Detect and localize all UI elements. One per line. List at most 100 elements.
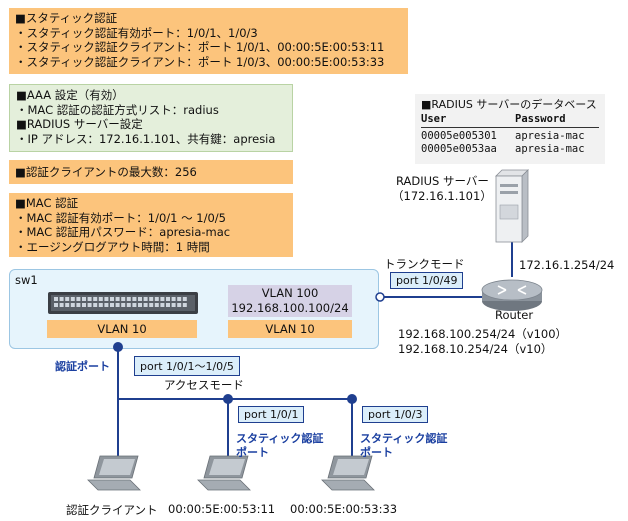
radius-db-row: 00005e005301 apresia-mac	[421, 130, 599, 143]
access-port-range-tag: port 1/0/1～1/0/5	[134, 356, 240, 376]
client2-static-label: ポート	[236, 446, 269, 459]
aaa-line: ・MAC 認証の認証方式リスト：radius	[16, 102, 219, 117]
radius-db-row: 00005e0053aa apresia-mac	[421, 143, 599, 156]
static-auth-line: ・スタティック認証有効ポート：1/0/1、1/0/3	[15, 25, 258, 40]
static-port-dot-1	[223, 394, 233, 404]
max-clients-box: ■認証クライアントの最大数：256	[9, 160, 293, 184]
mac-auth-title: ■MAC 認証	[15, 196, 79, 210]
client3-static-label: スタティック認証	[360, 432, 448, 445]
vlan100-box: VLAN 100 192.168.100.100/24	[228, 285, 352, 317]
switch-port	[65, 297, 70, 301]
radius-db-header-password: Password	[515, 113, 566, 125]
switch-port	[138, 303, 142, 307]
client2-static-label: スタティック認証	[236, 432, 324, 445]
switch-port	[98, 297, 103, 301]
client1-label: 認証クライアント	[66, 503, 158, 517]
switch-port	[182, 297, 187, 301]
router-label: Router	[495, 308, 534, 322]
client3-mac: 00:00:5E:00:53:33	[290, 502, 398, 516]
client3-static-label: ポート	[360, 446, 393, 459]
switch-port	[177, 303, 182, 307]
client2-port-tag: port 1/0/1	[238, 406, 305, 423]
aaa-title: ■AAA 設定（有効）	[16, 88, 124, 102]
radius-db-title: ■RADIUS サーバーのデータベース	[421, 98, 597, 111]
server-label: RADIUS サーバー	[396, 174, 489, 188]
switch-port	[149, 297, 154, 301]
trunk-port-dot	[375, 292, 385, 302]
switch-port	[149, 303, 154, 307]
radius-db-password: apresia-mac	[515, 130, 585, 142]
switch-port	[182, 303, 187, 307]
switch-port	[132, 297, 137, 301]
switch-port	[121, 297, 126, 301]
switch-port	[76, 303, 81, 307]
max-clients-text: ■認証クライアントの最大数：256	[15, 165, 197, 179]
switch-port	[154, 297, 159, 301]
switch-port	[70, 303, 75, 307]
switch-port	[115, 297, 120, 301]
static-auth-line: ・スタティック認証クライアント：ポート 1/0/3、00:00:5E:00:53…	[15, 54, 385, 69]
trunk-port-tag: port 1/0/49	[390, 272, 464, 289]
switch-port	[166, 297, 170, 301]
switch-icon	[48, 292, 198, 314]
switch-port	[166, 303, 170, 307]
static-auth-box: ■スタティック認証 ・スタティック認証有効ポート：1/0/1、1/0/3 ・スタ…	[9, 8, 408, 74]
switch-port	[110, 297, 114, 301]
switch-port	[87, 303, 92, 307]
radius-db-header-user: User	[421, 113, 447, 125]
switch-port	[115, 303, 120, 307]
switch-port	[126, 297, 131, 301]
switch-port	[59, 303, 64, 307]
access-mode-label: アクセスモード	[164, 378, 244, 392]
router-uplink-ip: 172.16.1.254/24	[519, 258, 615, 272]
router-icon	[481, 279, 543, 311]
switch-port	[132, 303, 137, 307]
server-ip: （172.16.1.101）	[392, 189, 492, 203]
laptop-icon	[321, 455, 375, 491]
switch-port	[54, 297, 58, 301]
aaa-box: ■AAA 設定（有効） ・MAC 認証の認証方式リスト：radius ■RADI…	[9, 84, 293, 152]
auth-port-dot	[113, 342, 123, 352]
switch-port	[54, 303, 58, 307]
radius-db-header: User Password	[421, 113, 599, 126]
switch-port	[143, 303, 148, 307]
switch-port	[171, 303, 176, 307]
switch-port	[126, 303, 131, 307]
laptop-icon	[197, 455, 251, 491]
switch-port	[87, 297, 92, 301]
laptop-icon	[87, 455, 141, 491]
switch-port	[143, 297, 148, 301]
switch-port	[98, 303, 103, 307]
radius-db-user: 00005e0053aa	[421, 143, 497, 155]
switch-port	[93, 303, 98, 307]
static-auth-line: ・スタティック認証クライアント：ポート 1/0/1、00:00:5E:00:53…	[15, 40, 385, 54]
radius-config-title: ■RADIUS サーバー設定	[16, 117, 143, 131]
router-ip-v100: 192.168.100.254/24（v100）	[398, 327, 568, 341]
mac-auth-line: ・MAC 認証用パスワード：apresia-mac	[15, 225, 231, 239]
switch-port	[177, 297, 182, 301]
static-auth-title: ■スタティック認証	[15, 11, 118, 25]
mac-auth-line: ・MAC 認証有効ポート：1/0/1 ～ 1/0/5	[15, 210, 226, 225]
switch-port	[82, 297, 86, 301]
client3-port-tag: port 1/0/3	[362, 406, 429, 423]
switch-port	[138, 297, 142, 301]
auth-port-label: 認証ポート	[55, 360, 110, 373]
radius-config-line: ・IP アドレス：172.16.1.101、共有鍵：apresia	[16, 131, 276, 146]
static-port-dot-3	[347, 394, 357, 404]
radius-db-user: 00005e005301	[421, 130, 497, 142]
switch-name: sw1	[15, 273, 38, 287]
vlan100-name: VLAN 100	[261, 286, 319, 300]
vlan10-right-bar: VLAN 10	[228, 320, 352, 338]
switch-port	[160, 303, 165, 307]
server-icon	[495, 169, 529, 243]
mac-auth-box: ■MAC 認証 ・MAC 認証有効ポート：1/0/1 ～ 1/0/5 ・MAC …	[9, 193, 293, 257]
radius-database-box: ■RADIUS サーバーのデータベース User Password 00005e…	[415, 94, 605, 164]
switch-port	[93, 297, 98, 301]
switch-port	[104, 303, 109, 307]
switch-port	[160, 297, 165, 301]
trunk-mode-label: トランクモード	[384, 257, 465, 271]
switch-port	[154, 303, 159, 307]
switch-port	[82, 303, 86, 307]
vlan10-left-bar: VLAN 10	[47, 320, 197, 338]
